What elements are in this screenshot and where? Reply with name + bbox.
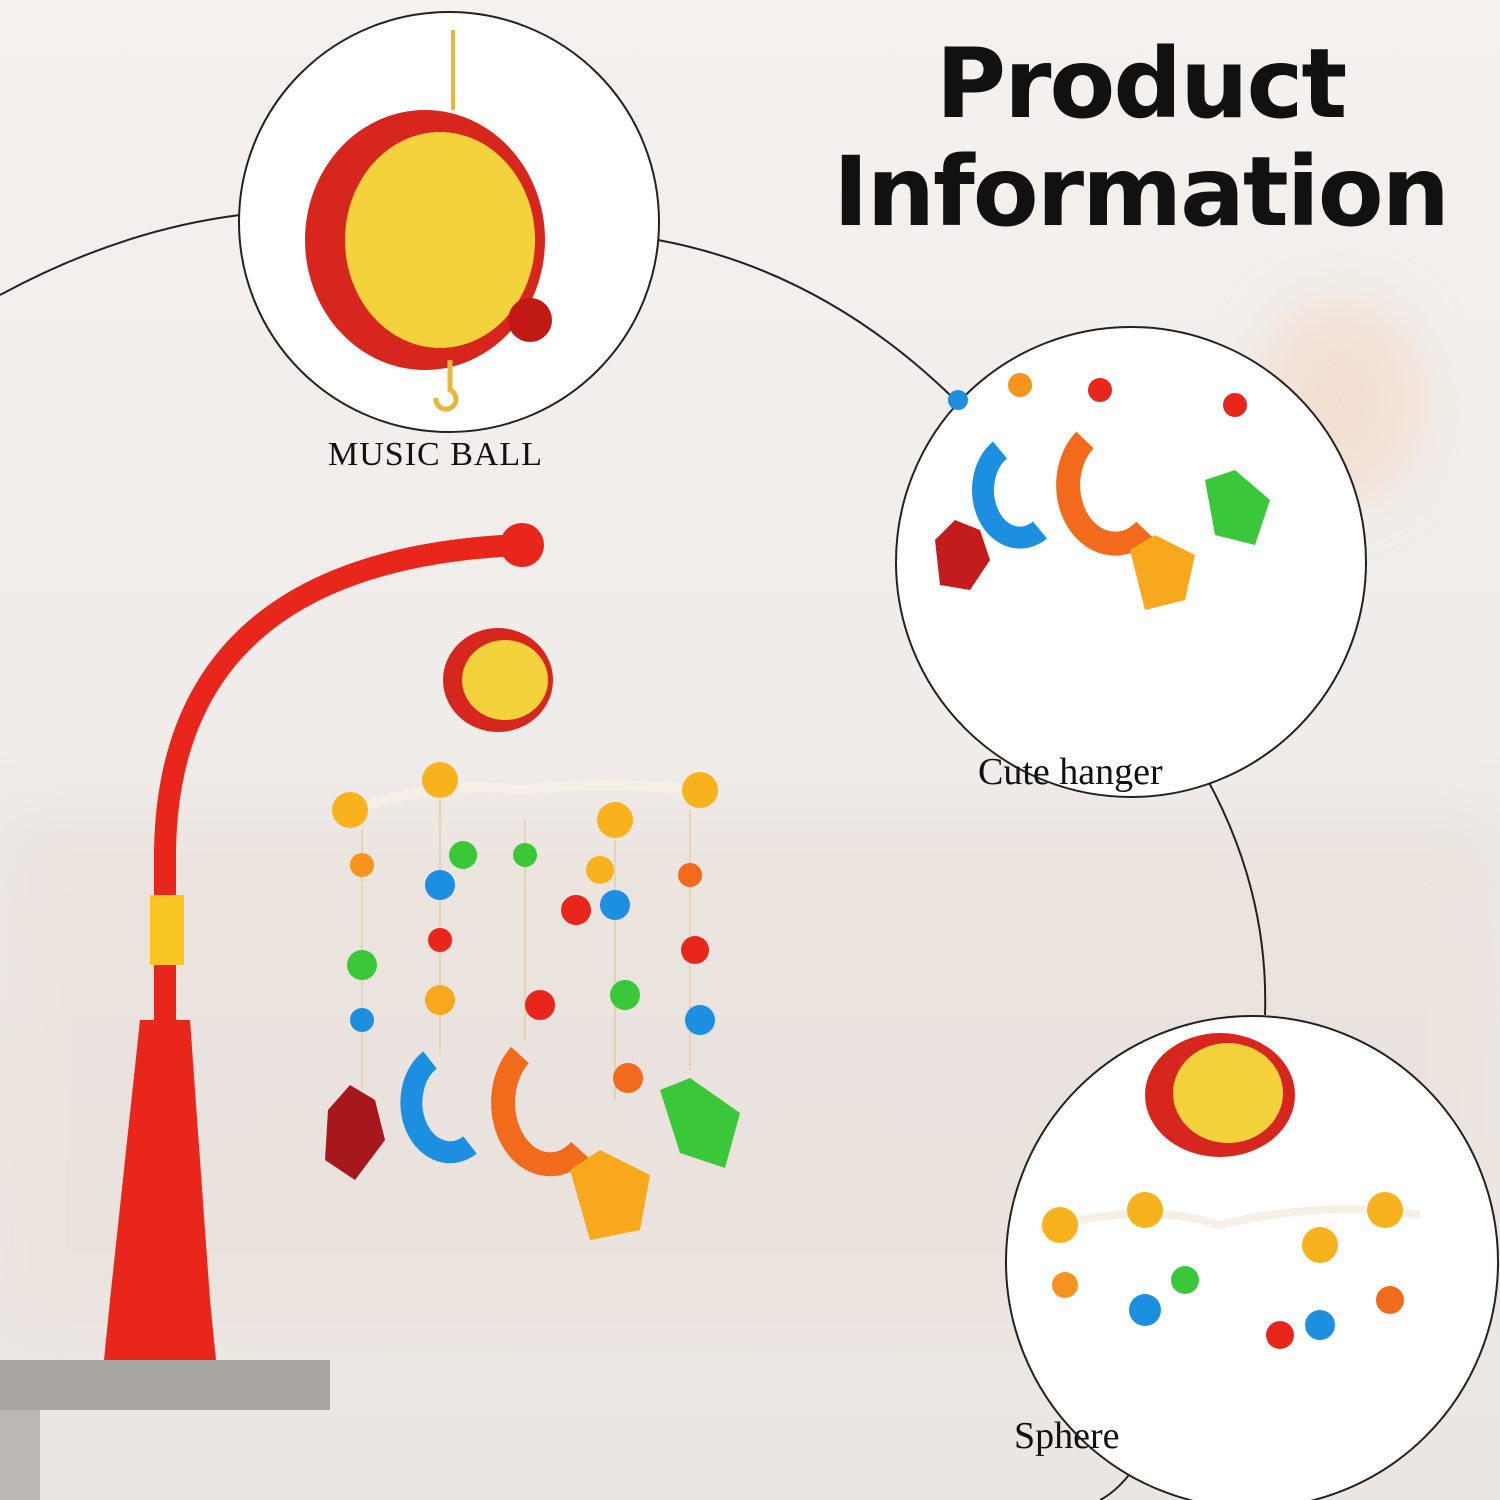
main-music-ball (443, 628, 553, 732)
sphere-circle (1005, 1015, 1499, 1500)
cute-hanger-image (935, 373, 1270, 610)
title-line-1: Product (935, 28, 1348, 140)
page-title: Product Information (832, 28, 1450, 248)
main-hanger (325, 762, 740, 1240)
cute-hanger-label: Cute hanger (978, 751, 1163, 793)
sphere-image (1038, 1033, 1421, 1349)
connector-line (0, 214, 241, 296)
connector-line (657, 239, 951, 396)
sphere-label: Sphere (1014, 1415, 1120, 1457)
title-line-2: Information (832, 136, 1450, 248)
music-ball-label: MUSIC BALL (328, 436, 543, 473)
music-ball-image (305, 30, 552, 412)
cute-hanger-circle (895, 326, 1367, 798)
mobile-arm (0, 523, 544, 1500)
